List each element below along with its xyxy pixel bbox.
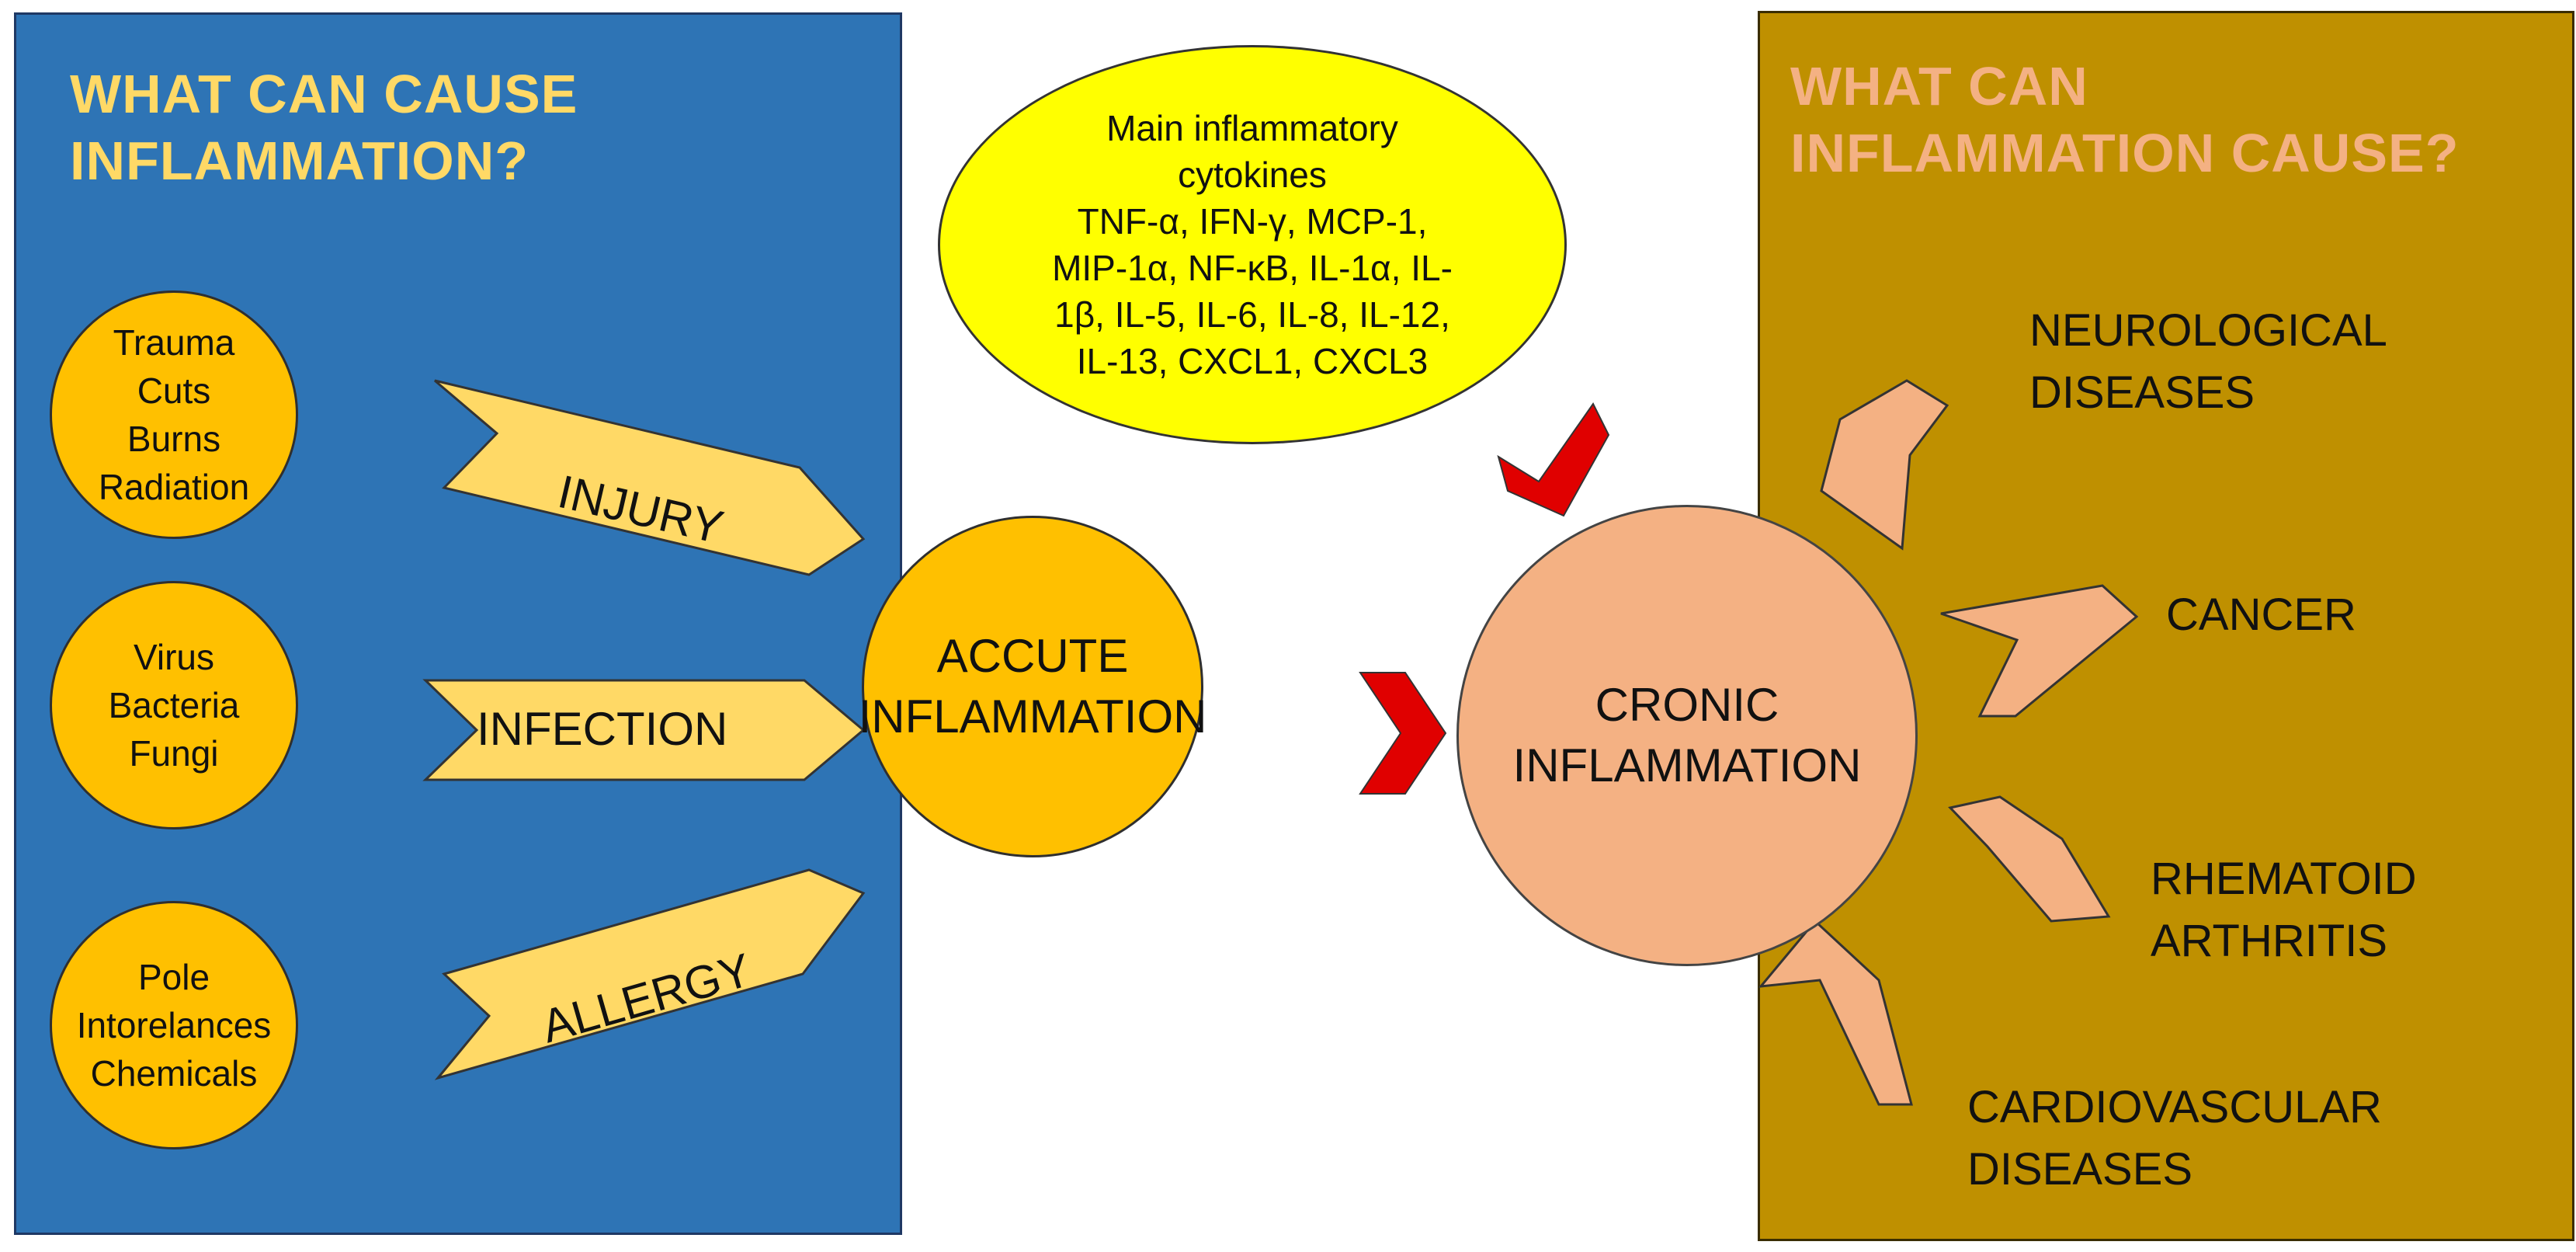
injury-causes-circle: Trauma Cuts Burns Radiation: [50, 290, 298, 539]
infection-arrow: [422, 679, 866, 781]
effects-heading: WHAT CAN INFLAMMATION CAUSE?: [1790, 53, 2567, 186]
neurological-arrow: [1820, 379, 1949, 551]
infection-label: INFECTION: [477, 703, 728, 755]
cause-item: Burns: [127, 419, 221, 459]
rheumatoid-arrow: [1948, 795, 2111, 923]
cause-item: Cuts: [137, 370, 211, 411]
cause-item: Intorelances: [76, 1005, 272, 1045]
causes-heading-line-2: INFLAMMATION?: [70, 130, 529, 191]
disease-line: DISEASES: [1967, 1144, 2193, 1195]
cytokines-line: cytokines: [1178, 155, 1327, 195]
chronic-line-2: INFLAMMATION: [1512, 739, 1862, 791]
acute-line-1: ACCUTE: [936, 630, 1129, 682]
causes-heading: WHAT CAN CAUSE INFLAMMATION?: [70, 61, 885, 194]
allergy-causes-circle: Pole Intorelances Chemicals: [50, 901, 298, 1149]
cytokines-line: MIP-1α, NF-κB, IL-1α, IL-: [1052, 248, 1453, 288]
cytokines-line: IL-13, CXCL1, CXCL3: [1076, 341, 1429, 381]
cancer-label: CANCER: [2166, 584, 2356, 646]
cytokine-chevron: [1497, 402, 1610, 517]
rheumatoid-arthritis-label: RHEMATOID ARTHRITIS: [2151, 848, 2417, 972]
cancer-arrow: [1940, 584, 2139, 718]
disease-line: NEUROLOGICAL: [2029, 305, 2387, 356]
injury-arrow: [434, 379, 866, 576]
cause-item: Trauma: [113, 322, 235, 363]
cause-item: Chemicals: [90, 1053, 258, 1094]
acute-line-2: INFLAMMATION: [858, 690, 1207, 743]
cytokines-line: Main inflammatory: [1106, 108, 1398, 148]
cause-item: Bacteria: [108, 685, 240, 725]
neurological-diseases-label: NEUROLOGICAL DISEASES: [2029, 300, 2387, 424]
disease-line: CARDIOVASCULAR: [1967, 1082, 2382, 1132]
cardiovascular-arrow: [1758, 919, 1913, 1106]
cytokines-line: TNF-α, IFN-γ, MCP-1,: [1077, 201, 1428, 242]
cause-item: Pole: [137, 957, 210, 997]
cardiovascular-diseases-label: CARDIOVASCULAR DISEASES: [1967, 1076, 2382, 1201]
acute-inflammation-circle: ACCUTE INFLAMMATION: [859, 516, 1206, 857]
chronic-inflammation-circle: CRONIC INFLAMMATION: [1456, 505, 1918, 966]
acute-to-chronic-chevron: [1359, 672, 1447, 795]
cause-item: Virus: [134, 637, 214, 677]
cause-item: Fungi: [129, 733, 219, 774]
cytokines-line: 1β, IL-5, IL-6, IL-8, IL-12,: [1054, 294, 1450, 335]
disease-line: ARTHRITIS: [2151, 916, 2388, 966]
disease-line: RHEMATOID: [2151, 854, 2417, 904]
effects-heading-line-2: INFLAMMATION CAUSE?: [1790, 123, 2460, 183]
chronic-line-1: CRONIC: [1595, 679, 1779, 731]
effects-heading-line-1: WHAT CAN: [1790, 56, 2088, 117]
infection-causes-circle: Virus Bacteria Fungi: [50, 581, 298, 829]
cause-item: Radiation: [98, 467, 250, 507]
cytokines-oval: Main inflammatory cytokines TNF-α, IFN-γ…: [938, 45, 1567, 444]
disease-line: CANCER: [2166, 589, 2356, 640]
disease-line: DISEASES: [2029, 367, 2255, 418]
allergy-arrow: [434, 868, 866, 1080]
causes-heading-line-1: WHAT CAN CAUSE: [70, 64, 578, 124]
